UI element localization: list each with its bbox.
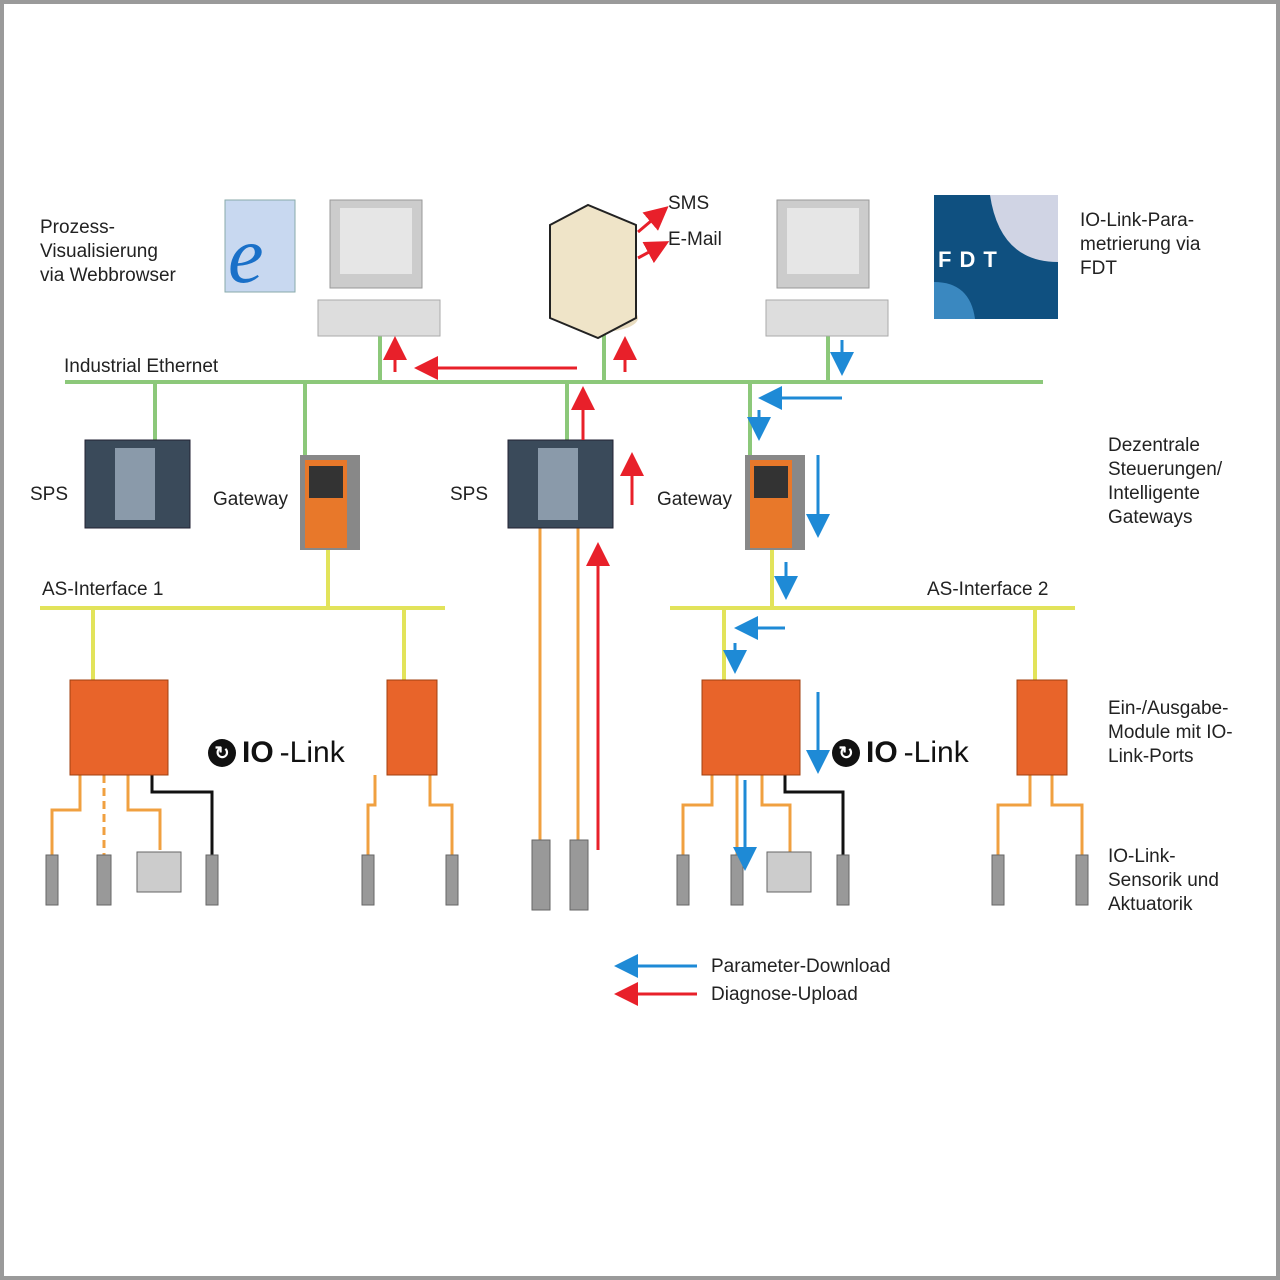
sensor-cables xyxy=(50,528,1084,855)
web-visualization-label: Prozess- Visualisierung via Webbrowser xyxy=(40,217,176,286)
as-interface-bus xyxy=(40,550,1075,682)
io-link-logo: ↻IO-Link xyxy=(208,736,345,770)
svg-text:e: e xyxy=(228,212,264,300)
plc-icon xyxy=(84,439,191,529)
email-label: E-Mail xyxy=(668,229,722,250)
parameter-download-arrows xyxy=(723,340,854,871)
computer-icon xyxy=(317,199,441,337)
svg-text:FDT: FDT xyxy=(938,247,1005,272)
as-interface-2-label: AS-Interface 2 xyxy=(927,579,1049,600)
gateway-icon xyxy=(300,455,360,550)
legend-parameter-download: Parameter-Download xyxy=(711,956,891,977)
gateway-label: Gateway xyxy=(213,489,288,510)
io-link-icon: ↻ xyxy=(832,739,860,767)
as-interface-1-label: AS-Interface 1 xyxy=(42,579,164,600)
io-link-logo: ↻IO-Link xyxy=(832,736,969,770)
web-browser-icon: e xyxy=(224,199,296,300)
fdt-logo: FDT xyxy=(934,195,1058,319)
gateway-label: Gateway xyxy=(657,489,732,510)
server-icon xyxy=(549,203,638,340)
sensors-label: IO-Link- Sensorik und Aktuatorik xyxy=(1108,846,1219,915)
sensors xyxy=(45,839,1089,911)
sms-label: SMS xyxy=(668,193,710,214)
plc-icon xyxy=(507,439,614,529)
io-link-icon: ↻ xyxy=(208,739,236,767)
sps-label: SPS xyxy=(30,484,69,505)
io-modules xyxy=(69,679,1068,776)
black-cables xyxy=(150,775,845,855)
legend-diagnose-upload: Diagnose-Upload xyxy=(711,984,858,1005)
computer-icon xyxy=(765,199,889,337)
ethernet-label: Industrial Ethernet xyxy=(64,356,219,377)
industrial-ethernet-bus xyxy=(65,330,1043,458)
gateway-icon xyxy=(745,455,805,550)
diagnose-upload-arrows xyxy=(383,206,670,850)
decentral-controls-label: Dezentrale Steuerungen/ Intelligente Gat… xyxy=(1108,435,1223,528)
sps-label: SPS xyxy=(450,484,489,505)
fdt-description: IO-Link-Para- metrierung via FDT xyxy=(1080,210,1201,279)
io-modules-label: Ein-/Ausgabe- Module mit IO- Link-Ports xyxy=(1108,698,1233,767)
